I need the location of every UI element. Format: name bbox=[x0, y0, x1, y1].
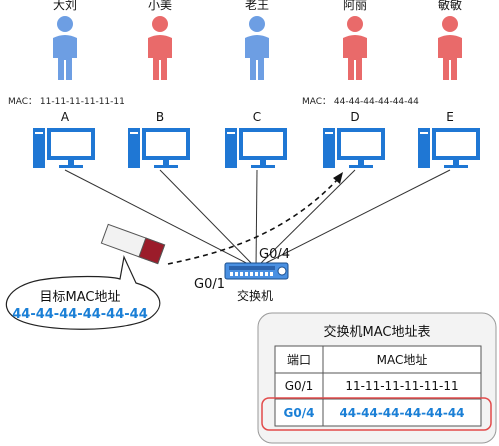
computer-icon bbox=[33, 128, 95, 168]
person-name: 小美 bbox=[148, 0, 172, 12]
bubble-mac: 44-44-44-44-44-44 bbox=[12, 307, 148, 322]
port-label-g04: G0/4 bbox=[259, 247, 290, 262]
computer-icon bbox=[128, 128, 190, 168]
arrow-head-icon bbox=[333, 172, 343, 184]
mac-label-d: MAC： 44-44-44-44-44-44 bbox=[302, 97, 419, 107]
mac-table-grid bbox=[274, 345, 482, 427]
mac-table-row1-mac: 11-11-11-11-11-11 bbox=[345, 379, 458, 393]
mac-table-header-port: 端口 bbox=[287, 353, 311, 367]
mac-table-row1-port: G0/1 bbox=[285, 379, 314, 393]
link-d bbox=[255, 169, 356, 269]
link-e bbox=[255, 169, 451, 269]
computer-label: B bbox=[156, 110, 164, 124]
network-links bbox=[64, 169, 451, 269]
person-icon bbox=[245, 16, 269, 80]
person-icon bbox=[438, 16, 462, 80]
computer-label: C bbox=[253, 110, 261, 124]
computer-label: D bbox=[350, 110, 359, 124]
computer-icon bbox=[323, 128, 385, 168]
mac-label-a: MAC： 11-11-11-11-11-11 bbox=[8, 97, 125, 107]
person-name: 老王 bbox=[245, 0, 269, 12]
computer-icon bbox=[225, 128, 287, 168]
person-icon bbox=[343, 16, 367, 80]
computers-row: A B C D E bbox=[33, 110, 480, 168]
forwarding-path-arrow bbox=[167, 179, 338, 265]
person-icon bbox=[53, 16, 77, 80]
switch-icon bbox=[224, 262, 289, 280]
target-mac-bubble bbox=[5, 255, 161, 330]
person-name: 阿丽 bbox=[343, 0, 367, 12]
port-label-g01: G0/1 bbox=[194, 277, 225, 292]
computer-icon bbox=[418, 128, 480, 168]
person-name: 敏敏 bbox=[438, 0, 462, 12]
person-icon bbox=[148, 16, 172, 80]
mac-table-row2-mac: 44-44-44-44-44-44 bbox=[339, 406, 464, 420]
bubble-title: 目标MAC地址 bbox=[40, 290, 121, 305]
switch-label: 交换机 bbox=[237, 288, 273, 303]
mac-table-row2-port: G0/4 bbox=[284, 406, 315, 420]
mac-table-highlight bbox=[261, 397, 492, 431]
frame-packet-icon bbox=[100, 223, 166, 265]
person-name: 大刘 bbox=[53, 0, 77, 12]
mac-table-title: 交换机MAC地址表 bbox=[324, 324, 431, 340]
link-c bbox=[255, 169, 258, 269]
link-a bbox=[64, 169, 257, 269]
computer-label: A bbox=[61, 110, 70, 124]
mac-table-header-mac: MAC地址 bbox=[377, 353, 428, 367]
link-b bbox=[159, 169, 257, 269]
computer-label: E bbox=[446, 110, 454, 124]
people-row: 大刘 小美 老王 阿丽 敏敏 bbox=[53, 0, 462, 80]
